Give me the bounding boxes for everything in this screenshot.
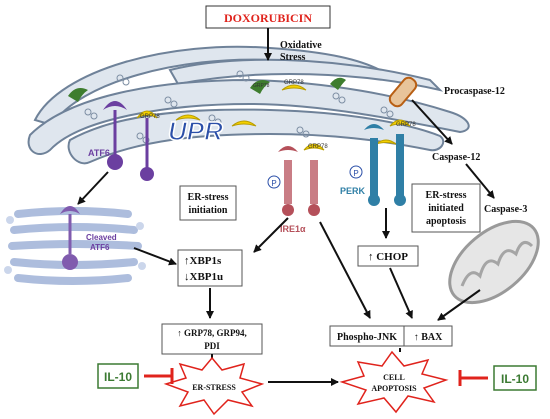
grp78-label-ire1a: GRP78 xyxy=(308,144,328,150)
er-stress-apoptosis-box xyxy=(411,183,481,233)
cleaved-atf6-label-2: ATF6 xyxy=(90,243,110,252)
er-stress-initiation-line1: ER-stress xyxy=(188,192,229,203)
cleaved-atf6-label-1: Cleaved xyxy=(86,233,117,242)
caspase12-label: Caspase-12 xyxy=(432,152,480,163)
ire1a-to-jnk-arrow xyxy=(319,221,371,319)
xbp1s-label: ↑XBP1s xyxy=(184,255,222,267)
ire1a-label: IRE1α xyxy=(280,224,306,234)
er-stress-apoptosis-line1: ER-stress xyxy=(426,190,467,201)
caspase12-arrow xyxy=(465,163,495,199)
oxidative-stress-label-1: Oxidative xyxy=(280,40,322,51)
cell-apoptosis-line1: CELL xyxy=(383,373,405,382)
atf6-receptor-right xyxy=(136,110,158,181)
perk-receptor-left xyxy=(364,124,384,206)
ire1a-phospho-icon xyxy=(267,175,281,189)
il10-left-label: IL-10 xyxy=(104,370,132,384)
ire1a-receptor-left xyxy=(278,146,298,216)
endoplasmic-reticulum xyxy=(27,45,470,165)
phospho-jnk-label: Phospho-JNK xyxy=(337,332,397,343)
atf6-receptor-left xyxy=(103,101,127,170)
xbp1u-label: ↓XBP1u xyxy=(184,271,223,283)
ire1a-to-xbp1-arrow xyxy=(253,217,289,253)
oxidative-stress-label-2: Stress xyxy=(280,52,305,63)
atf6-arrow xyxy=(77,171,109,205)
grp-box-line1: ↑ GRP78, GRP94, xyxy=(177,328,247,338)
bax-label: ↑ BAX xyxy=(414,332,443,343)
mitochondrion xyxy=(448,219,540,305)
procaspase12-tube xyxy=(388,76,418,108)
procaspase12-label: Procaspase-12 xyxy=(444,86,505,97)
caspase3-label: Caspase-3 xyxy=(484,204,527,215)
xbp1-box xyxy=(177,249,243,287)
golgi-apparatus xyxy=(4,206,146,285)
er-stress-apoptosis-line3: apoptosis xyxy=(426,216,466,227)
perk-label: PERK xyxy=(340,186,366,196)
cleaved-atf6-arrow xyxy=(133,247,177,266)
procaspase-arrow xyxy=(411,99,453,145)
er-stress-burst-label: ER-STRESS xyxy=(192,383,236,392)
doxorubicin-label: DOXORUBICIN xyxy=(224,11,312,25)
er-stress-burst xyxy=(163,356,265,416)
il10-left-box xyxy=(97,363,139,389)
bax-box xyxy=(403,325,453,347)
ire1a-p-label: P xyxy=(271,179,276,188)
er-stress-initiation-box xyxy=(179,185,237,221)
grp78-label-atf6: GRP78 xyxy=(140,114,160,120)
grp-box-line2: PDI xyxy=(204,341,220,351)
il10-right-label: IL-10 xyxy=(501,372,529,386)
grp78-label-perk: GRP78 xyxy=(396,122,416,128)
chop-label: ↑ CHOP xyxy=(368,251,408,263)
er-stress-apoptosis-line2: initiated xyxy=(428,203,464,214)
upr-label: UPR xyxy=(168,116,223,146)
il10-right-box xyxy=(493,365,537,391)
ire1a-receptor-right xyxy=(303,143,325,216)
chop-box xyxy=(357,245,419,267)
mito-to-bax-arrow xyxy=(437,289,481,321)
grp78-label-top-1: GRP78 xyxy=(253,83,270,89)
perk-phospho-icon xyxy=(349,165,363,179)
er-stress-initiation-line2: initiation xyxy=(189,205,228,216)
grp78-label-top-2: GRP78 xyxy=(284,80,304,86)
cell-apoptosis-line2: APOPTOSIS xyxy=(371,384,417,393)
cell-apoptosis-burst xyxy=(339,350,449,414)
grp-box xyxy=(161,323,263,355)
perk-p-label: P xyxy=(353,169,358,178)
chop-arrow xyxy=(389,267,413,319)
perk-receptor-right xyxy=(389,119,411,206)
atf6-label: ATF6 xyxy=(88,148,110,158)
